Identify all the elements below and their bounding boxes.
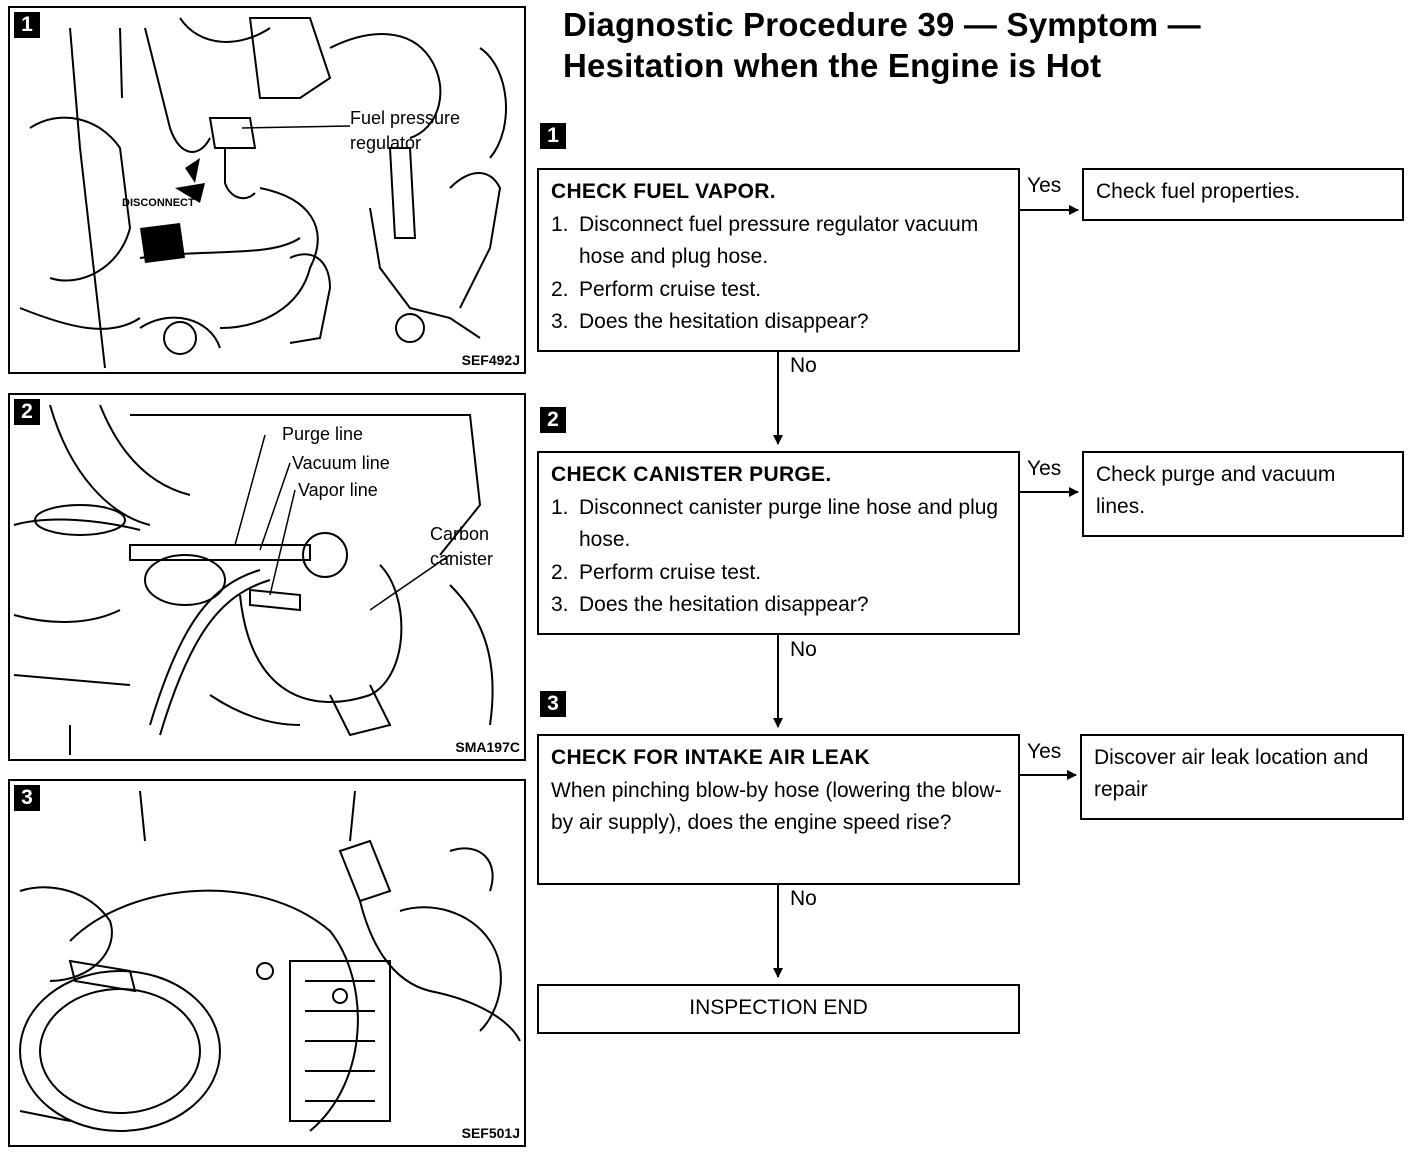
callout-carbon: Carbon [430, 524, 490, 544]
result-text: Check purge and vacuum lines. [1096, 463, 1336, 518]
step-heading: CHECK FUEL VAPOR. [551, 180, 776, 203]
title-line-2: Hesitation when the Engine is Hot [563, 47, 1102, 84]
no-label: No [790, 354, 817, 377]
throttle-body-illustration [19, 790, 521, 1132]
inspection-end-box: INSPECTION END [537, 984, 1020, 1034]
step-question: When pinching blow-by hose (lowering the… [551, 778, 1002, 835]
list-item: 3.Does the hesitation disappear? [551, 593, 869, 616]
yes-label: Yes [1027, 174, 1062, 197]
title-line-1: Diagnostic Procedure 39 — Symptom — [563, 6, 1201, 43]
result-box-air-leak: Discover air leak location and repair [1080, 734, 1404, 820]
step-heading: CHECK FOR INTAKE AIR LEAK [551, 746, 870, 769]
figure-code: SEF492J [461, 352, 520, 368]
illustration-panel-3: 3 SEF501J [8, 779, 526, 1147]
result-text: Check fuel properties. [1096, 180, 1301, 203]
list-item: 2.Perform cruise test. [551, 277, 762, 301]
page-title: Diagnostic Procedure 39 — Symptom — Hesi… [563, 4, 1201, 86]
step-number-badge: 1 [540, 123, 566, 149]
illustration-panel-2: 2 Purge line Vacuum line Vapor line Carb… [8, 393, 526, 761]
callout-regulator: regulator [350, 133, 422, 153]
yes-label: Yes [1027, 457, 1062, 480]
step-box-check-fuel-vapor: CHECK FUEL VAPOR. 1.Disconnect fuel pres… [537, 168, 1020, 352]
callout-fuel-pressure: Fuel pressure [350, 108, 461, 128]
result-text: Discover air leak location and repair [1094, 746, 1369, 801]
step-number-badge: 2 [540, 407, 566, 433]
no-label: No [790, 887, 817, 910]
result-box-fuel-properties: Check fuel properties. [1082, 168, 1404, 221]
no-label: No [790, 638, 817, 661]
callout-vacuum-line: Vacuum line [292, 453, 390, 473]
step-box-check-canister-purge: CHECK CANISTER PURGE. 1.Disconnect canis… [537, 451, 1020, 635]
step-box-intake-air-leak: CHECK FOR INTAKE AIR LEAK When pinching … [537, 734, 1020, 885]
list-item: 1.Disconnect canister purge line hose an… [551, 495, 999, 552]
result-box-purge-vacuum: Check purge and vacuum lines. [1082, 451, 1404, 537]
panel-number-badge: 2 [14, 399, 40, 425]
step-number-badge: 3 [540, 691, 566, 717]
panel-number-badge: 3 [14, 785, 40, 811]
step-heading: CHECK CANISTER PURGE. [551, 463, 832, 486]
illustration-panel-1: 1 Fuel pressure regulator DISCONNECT SEF… [8, 6, 526, 374]
list-item: 1.Disconnect fuel pressure regulator vac… [551, 212, 979, 269]
canister-illustration [13, 404, 494, 755]
engine-illustration-1 [19, 17, 507, 369]
callout-canister: canister [430, 549, 494, 569]
list-item: 2.Perform cruise test. [551, 560, 762, 584]
callout-disconnect: DISCONNECT [122, 197, 195, 209]
panel-number-badge: 1 [14, 12, 40, 38]
callout-purge-line: Purge line [282, 424, 364, 444]
yes-label: Yes [1027, 740, 1062, 763]
list-item: 3.Does the hesitation disappear? [551, 310, 869, 333]
end-label: INSPECTION END [689, 996, 868, 1019]
figure-code: SMA197C [455, 739, 520, 755]
figure-code: SEF501J [461, 1125, 520, 1141]
callout-vapor-line: Vapor line [298, 480, 378, 500]
